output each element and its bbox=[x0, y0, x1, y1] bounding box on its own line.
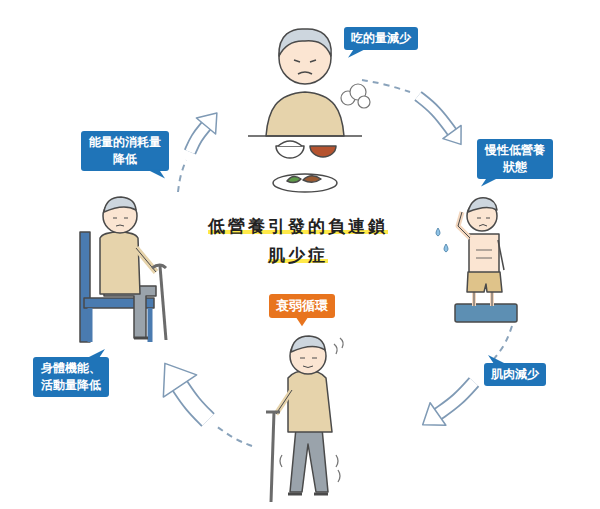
stage-callout: 能量的消耗量降低 bbox=[81, 131, 169, 171]
thin-figure bbox=[436, 198, 517, 322]
highlight-callout: 衰弱循環 bbox=[269, 294, 335, 318]
title-text: 低營養引發的負連鎖 肌少症 bbox=[208, 216, 388, 265]
stage-callout: 吃的量減少 bbox=[344, 27, 418, 50]
cycle-arrow bbox=[178, 113, 217, 192]
callout-text: 衰弱循環 bbox=[276, 297, 328, 315]
stage-callout: 慢性低營養狀態 bbox=[477, 139, 553, 179]
stage-callout: 身體機能、活動量降低 bbox=[33, 357, 109, 397]
frail-figure bbox=[266, 336, 343, 502]
eating-figure bbox=[248, 29, 370, 192]
callout-text: 身體機能、活動量降低 bbox=[40, 360, 102, 394]
seated-figure bbox=[80, 197, 166, 342]
cycle-arrow bbox=[163, 363, 252, 446]
callout-text: 慢性低營養狀態 bbox=[484, 142, 546, 176]
callout-text: 吃的量減少 bbox=[351, 30, 411, 47]
stage-callout: 肌肉減少 bbox=[484, 363, 546, 386]
diagram-title: 低營養引發的負連鎖 肌少症 bbox=[203, 212, 393, 270]
callout-text: 能量的消耗量降低 bbox=[88, 134, 162, 168]
cycle-arrows bbox=[163, 80, 512, 446]
callout-text: 肌肉減少 bbox=[491, 366, 539, 383]
cycle-arrow bbox=[362, 80, 461, 144]
